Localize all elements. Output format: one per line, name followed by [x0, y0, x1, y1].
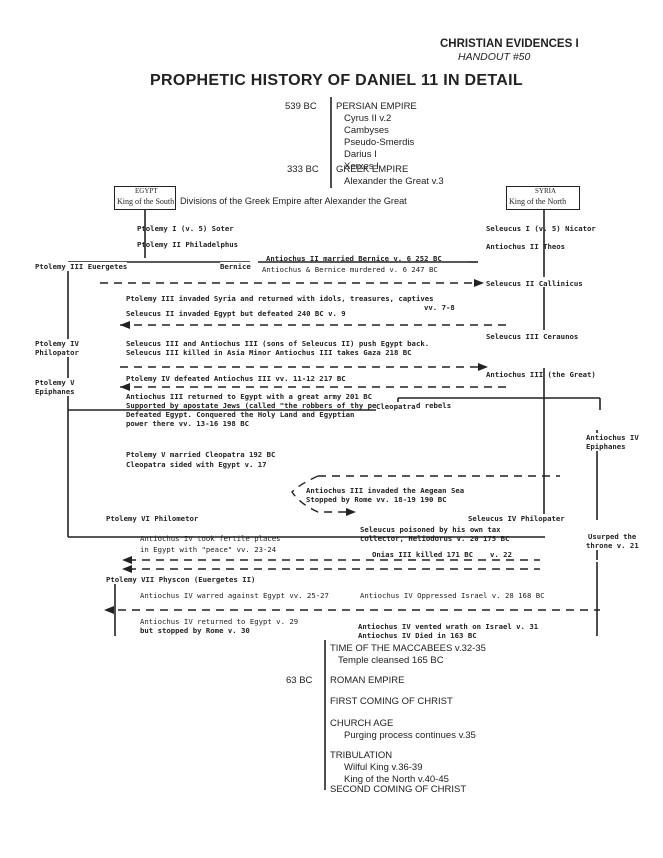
event-ptolemy3-invade: Ptolemy III invaded Syria and returned w…	[126, 294, 434, 303]
second-coming: SECOND COMING OF CHRIST	[330, 784, 467, 795]
north-king-antiochus-2: Antiochus II Theos	[486, 242, 566, 251]
south-king-ptolemy-2: Ptolemy II Philadelphus	[137, 240, 239, 249]
south-king-ptolemy-4: Ptolemy IV	[35, 339, 79, 348]
event-sons-push-1: Seleucus III and Antiochus III (sons of …	[126, 339, 430, 348]
persian-king: Darius I	[344, 149, 377, 160]
south-king-ptolemy-4-epithet: Philopator	[35, 348, 79, 357]
event-onias: Onias III killed 171 BC	[372, 550, 474, 559]
event-marriage: Antiochus II married Bernice v. 6 252 BC	[266, 254, 442, 263]
north-kingdom-title: King of the North	[509, 197, 567, 206]
purging-process: Purging process continues v.35	[344, 730, 476, 741]
event-returned-2: but stopped by Rome v. 30	[140, 626, 250, 635]
event-antiochus4-fertile-2: in Egypt with "peace" vv. 23-24	[140, 545, 277, 554]
persian-year: 539 BC	[285, 101, 317, 112]
north-king-seleucus-3: Seleucus III Ceraunos	[486, 332, 579, 341]
persian-king: Cambyses	[344, 125, 389, 136]
event-vented-1: Antiochus IV vented wrath on Israel v. 3…	[358, 622, 539, 631]
greek-king: Alexander the Great v.3	[344, 176, 444, 187]
king-of-the-north: King of the North v.40-45	[344, 774, 449, 785]
event-oppressed: Antiochus IV Oppressed Israel v. 28 168 …	[360, 591, 545, 600]
south-bernice: Bernice	[220, 262, 251, 271]
persian-king: Cyrus II v.2	[344, 113, 392, 124]
event-ptolemy4-defeat: Ptolemy IV defeated Antiochus III vv. 11…	[126, 374, 346, 383]
usurped-label-verse: throne v. 21	[586, 541, 639, 550]
event-aegean-1: Antiochus III invaded the Aegean Sea	[306, 486, 465, 495]
rome-year: 63 BC	[286, 675, 313, 686]
handout-number: HANDOUT #50	[458, 51, 531, 63]
south-king-ptolemy-5-epithet: Epiphanes	[35, 387, 75, 396]
south-king-ptolemy-5: Ptolemy V	[35, 378, 75, 387]
north-king-antiochus-4-epithet: Epiphanes	[586, 442, 626, 451]
persian-empire: PERSIAN EMPIRE	[336, 101, 417, 112]
event-cleopatra-sided: Cleopatra sided with Egypt v. 17	[126, 460, 267, 469]
event-vented-2: Antiochus IV Died in 163 BC	[358, 631, 477, 640]
north-king-antiochus-4: Antiochus IV	[586, 433, 639, 442]
north-kingdom-name: SYRIA	[535, 187, 557, 195]
persian-king: Pseudo-Smerdis	[344, 137, 415, 148]
north-king-seleucus-4: Seleucus IV Philopater	[468, 514, 565, 523]
north-king-antiochus-3: Antiochus III (the Great)	[486, 370, 596, 379]
event-murder: Antiochus & Bernice murdered v. 6 247 BC	[262, 265, 438, 274]
aegean-arrow	[291, 475, 350, 513]
event-cleopatra: Cleopatra	[376, 402, 416, 411]
wilful-king: Wilful King v.36-39	[344, 762, 423, 773]
page-title: PROPHETIC HISTORY OF DANIEL 11 IN DETAIL	[150, 72, 523, 89]
south-kingdom-name: EGYPT	[135, 187, 158, 195]
persian-king: Xerxes I	[344, 161, 379, 172]
event-warred: Antiochus IV warred against Egypt vv. 25…	[140, 591, 329, 600]
event-antiochus3-return: Defeated Egypt. Conquered the Holy Land …	[126, 410, 355, 419]
course-title: CHRISTIAN EVIDENCES I	[440, 38, 579, 50]
south-kingdom-box: EGYPT King of the South	[114, 186, 176, 210]
event-aegean-2: Stopped by Rome vv. 18-19 190 BC	[306, 495, 447, 504]
first-coming: FIRST COMING OF CHRIST	[330, 696, 453, 707]
tribulation: TRIBULATION	[330, 750, 393, 761]
event-verse-7-8: vv. 7-8	[424, 303, 455, 312]
event-ptolemy5-married: Ptolemy V married Cleopatra 192 BC	[126, 450, 276, 459]
event-antiochus3-return: Supported by apostate Jews (called "the …	[126, 401, 452, 410]
south-king-ptolemy-1: Ptolemy I (v. 5) Soter	[137, 224, 234, 233]
greek-empire: GREEK EMPIRE	[336, 164, 409, 175]
greek-year: 333 BC	[287, 164, 319, 175]
maccabees: TIME OF THE MACCABEES v.32-35	[330, 643, 486, 654]
event-seleucus4-poisoned-2: collector, Heliodorus v. 20 175 BC	[360, 534, 510, 543]
event-seleucus2-defeat: Seleucus II invaded Egypt but defeated 2…	[126, 309, 346, 318]
event-antiochus4-fertile-1: Antiochus IV took fertile places	[140, 534, 281, 543]
event-verse-22: v. 22	[490, 550, 512, 559]
south-king-ptolemy-3: Ptolemy III Euergetes	[35, 262, 128, 271]
event-antiochus3-return: Antiochus III returned to Egypt with a g…	[126, 392, 373, 401]
event-sons-push-2: Seleucus III killed in Asia Minor Antioc…	[126, 348, 412, 357]
usurped-label: Usurped the	[588, 532, 637, 541]
temple-cleansed: Temple cleansed 165 BC	[338, 655, 444, 666]
roman-empire: ROMAN EMPIRE	[330, 675, 405, 686]
division-text: Divisions of the Greek Empire after Alex…	[180, 196, 407, 206]
south-king-ptolemy-6: Ptolemy VI Philometor	[106, 514, 199, 523]
north-king-seleucus-1: Seleucus I (v. 5) Nicator	[486, 224, 596, 233]
event-seleucus4-poisoned-1: Seleucus poisoned by his own tax	[360, 525, 501, 534]
church-age: CHURCH AGE	[330, 718, 394, 729]
south-king-ptolemy-7: Ptolemy VII Physcon (Euergetes II)	[106, 575, 256, 584]
north-king-seleucus-2: Seleucus II Callinicus	[486, 279, 583, 288]
south-kingdom-title: King of the South	[117, 197, 175, 206]
event-antiochus3-return: power there vv. 13-16 198 BC	[126, 419, 250, 428]
event-returned-1: Antiochus IV returned to Egypt v. 29	[140, 617, 299, 626]
north-kingdom-box: SYRIA King of the North	[506, 186, 580, 210]
